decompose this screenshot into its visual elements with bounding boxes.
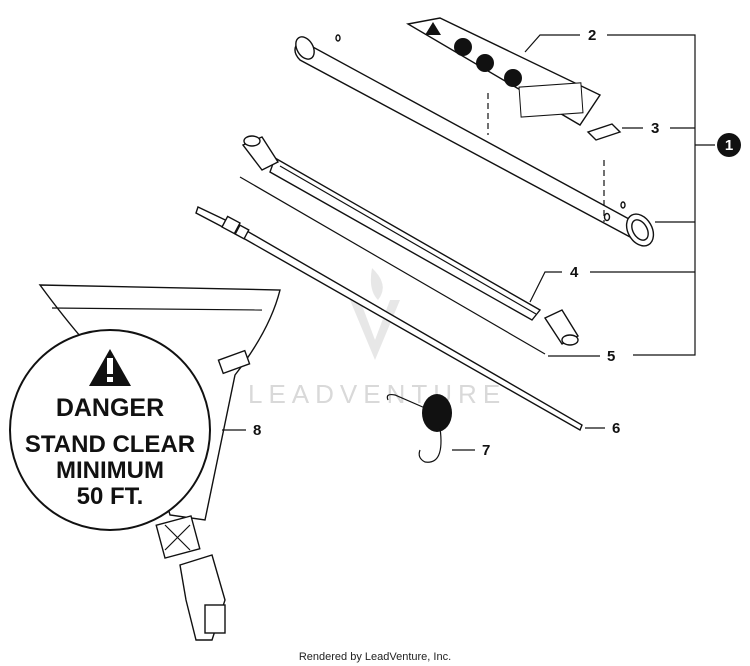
leader-lines [222,34,715,451]
shaft-decal [406,17,602,126]
danger-line-2: MINIMUM [56,457,164,484]
callout-2: 2 [588,27,596,44]
callout-3: 3 [651,120,659,137]
drive-shaft [195,206,583,432]
danger-line-1: STAND CLEAR [25,431,195,458]
danger-heading: DANGER [56,394,164,422]
small-label [586,123,622,141]
danger-line-3: 50 FT. [77,483,144,510]
upper-shaft-tube [294,34,655,247]
watermark-text: LEADVENTURE [248,379,506,409]
callout-4: 4 [570,264,579,281]
callout-5: 5 [607,348,615,365]
shaft-liner [241,135,579,346]
hanger-hook [386,393,452,463]
assembly-badge: 1 [717,133,741,157]
callout-6: 6 [612,420,620,437]
footer-credit: Rendered by LeadVenture, Inc. [299,651,451,663]
callout-8: 8 [253,422,261,439]
danger-label: DANGER STAND CLEAR MINIMUM 50 FT. [9,329,211,531]
callout-7: 7 [482,442,490,459]
assembly-badge-number: 1 [725,137,733,154]
